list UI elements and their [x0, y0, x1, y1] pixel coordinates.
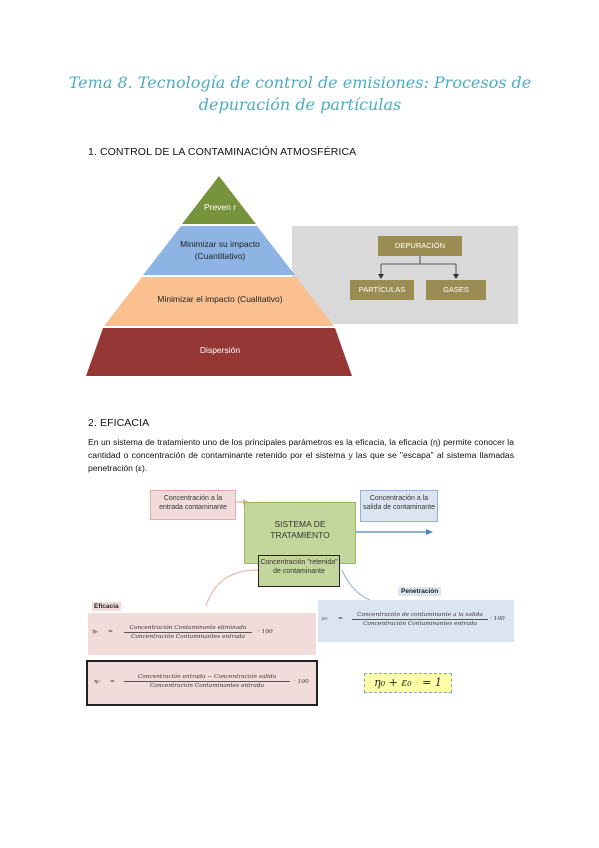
treatment-system-box: SISTEMA DE TRATAMIENTO [244, 502, 356, 564]
section-2-heading: 2. EFICACIA [88, 417, 150, 429]
penetracion-symbol: ε₀ [322, 616, 328, 622]
eficacia-factor: · 100 [258, 629, 273, 635]
pyramid-label-cuantitativo: Minimizar su impacto (Cuantitativo) [180, 239, 260, 261]
pyramid-level-cuantitativo [143, 226, 295, 275]
pyramid-label-cualitativo: Minimizar el impacto (Cualitativo) [157, 294, 283, 304]
eficacia-2-symbol: η₀ [94, 679, 100, 685]
penetracion-denominator: Concentración Contaminantes entrada [363, 621, 477, 627]
gases-box: GASES [426, 280, 486, 300]
penetracion-factor: · 100 [490, 616, 505, 622]
depuracion-box: DEPURACIÓN [378, 236, 462, 256]
section-1-heading: 1. CONTROL DE LA CONTAMINACIÓN ATMOSFÉRI… [88, 146, 357, 158]
eficacia-tag: Eficacia [92, 602, 121, 611]
penetracion-equals: = [338, 616, 343, 622]
penetracion-tag: Penetración [398, 587, 442, 596]
pyramid-level-cualitativo [104, 277, 334, 326]
eficacia-symbol: η₀ [92, 629, 98, 635]
penetracion-fraction: Concentración de contaminante a la salid… [352, 612, 488, 627]
pyramid-label-dispersion: Dispersión [199, 345, 241, 355]
input-concentration-box: Concentración a la entrada contaminante [150, 490, 236, 520]
output-concentration-box: Concentración a la salida de contaminant… [360, 490, 438, 522]
pyramid-label-prevenir: Preven r [203, 202, 237, 212]
eficacia-equals: = [108, 629, 113, 635]
penetration-curve-connector [341, 569, 371, 601]
eficacia-fraction: Concentración Contaminante eliminada Con… [124, 625, 252, 640]
pyramid-level-dispersion [86, 328, 352, 376]
penetracion-formula-box: ε₀ = Concentración de contaminante a la … [318, 600, 514, 642]
particulas-box: PARTÍCULAS [350, 280, 414, 300]
eficacia-2-fraction: Concentración entrada − Concentración sa… [124, 674, 290, 689]
penetracion-numerator: Concentración de contaminante a la salid… [352, 612, 488, 620]
retained-concentration-box: Concentración "retenida" de contaminante [258, 555, 340, 587]
eficacia-denominator: Concentración Contaminantes entrada [131, 634, 245, 640]
sum-formula: η₀ + ε₀ = 1 [364, 673, 452, 693]
eficacia-formula-box: η₀ = Concentración Contaminante eliminad… [88, 613, 316, 655]
page-title: Tema 8. Tecnología de control de emision… [68, 73, 532, 114]
output-arrow [356, 529, 433, 535]
retained-curve-connector [205, 569, 259, 607]
treatment-system-label: SISTEMA DE TRATAMIENTO [270, 519, 330, 540]
eficacia-formula-2-box: η₀ = Concentración entrada − Concentraci… [86, 660, 318, 706]
control-pyramid [86, 176, 352, 376]
eficacia-2-factor: · 100 [294, 679, 309, 685]
eficacia-numerator: Concentración Contaminante eliminada [124, 625, 252, 633]
eficacia-2-numerator: Concentración entrada − Concentración sa… [124, 674, 290, 682]
eficacia-2-equals: = [110, 679, 115, 685]
pyramid-level-prevenir [182, 176, 256, 224]
eficacia-paragraph: En un sistema de tratamiento uno de los … [88, 437, 514, 474]
depuracion-connectors [378, 256, 459, 279]
eficacia-2-denominator: Concentración Contaminantes entrada [150, 683, 264, 689]
